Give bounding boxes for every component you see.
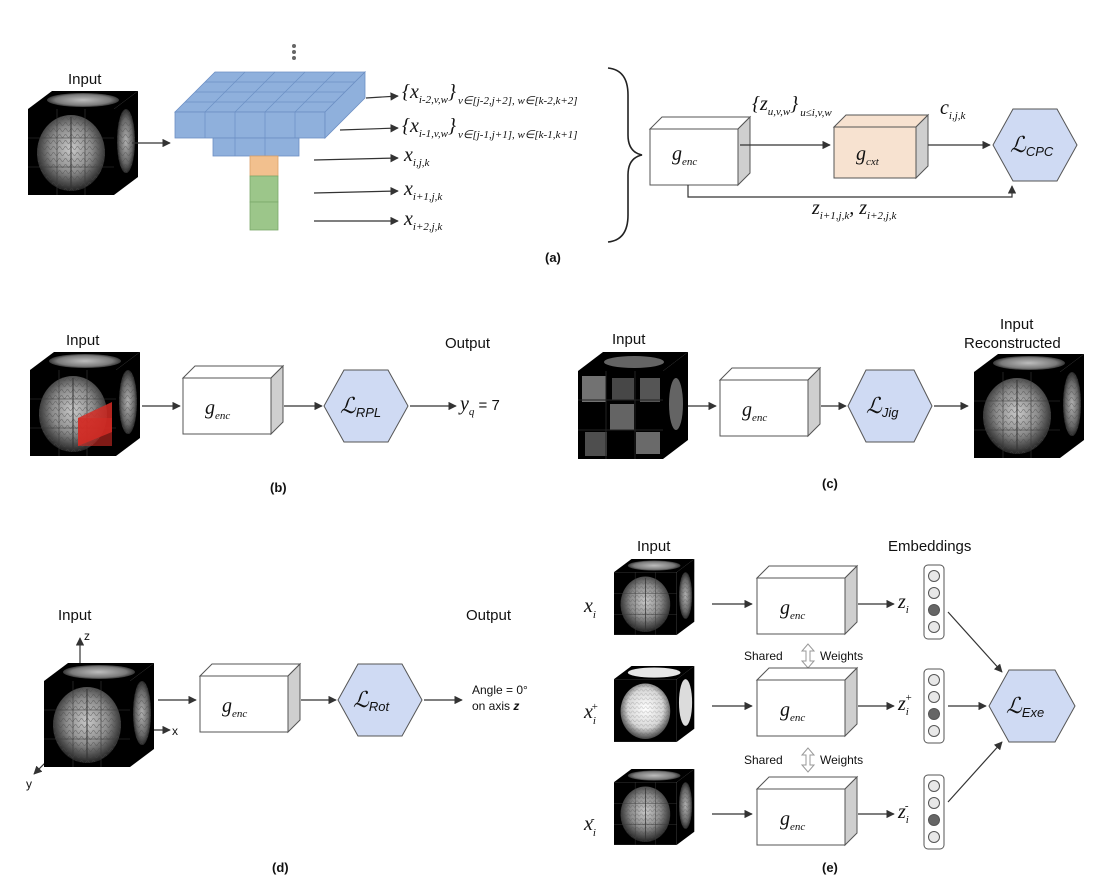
weights-label-1: Weights (820, 649, 863, 663)
row2-z-label: zi- (897, 800, 909, 826)
patch-i-plus-2 (249, 201, 279, 231)
output-row-4: xi+2,j,k (403, 208, 443, 233)
panel-b-input-label: Input (66, 332, 100, 349)
cpc-loss-label: ℒCPC (1010, 133, 1054, 159)
panel-a-encoder-label: genc (672, 143, 697, 168)
patch-i-plus-1 (249, 175, 279, 203)
svg-text:x: x (172, 724, 178, 738)
panel-d-encoder-box (199, 663, 301, 733)
row2-encoder-box (756, 776, 858, 846)
row1-encoder-label: genc (780, 699, 805, 724)
panel-c-encoder-box (719, 367, 821, 437)
panel-d-input-brain (43, 662, 155, 768)
caption-c: (c) (822, 476, 838, 491)
panel-a: Input (27, 44, 1078, 265)
cpc-loss-hexagon (992, 108, 1078, 182)
caption-e: (e) (822, 860, 838, 875)
panel-d: Input z x y genc ℒRot Angle = 0° on axis… (26, 607, 528, 875)
row1-x-label: xi+ (583, 701, 598, 727)
row2-encoder-label: genc (780, 808, 805, 833)
context-box (832, 113, 930, 180)
panel-d-input-label: Input (58, 607, 92, 624)
rot-loss-label: ℒRot (353, 688, 390, 714)
panel-b-encoder-label: genc (205, 397, 230, 422)
row1-encoder-box (756, 667, 858, 737)
rpl-loss-label: ℒRPL (340, 394, 381, 420)
panel-d-output-label: Output (466, 607, 512, 624)
row2-embedding-vector (923, 774, 945, 850)
panel-a-input-label: Input (68, 71, 102, 88)
panel-d-output-line1: Angle = 0° (472, 683, 528, 697)
c-label: ci,j,k (940, 97, 967, 122)
shared-weights-icon-1 (800, 643, 816, 669)
context-label: gcxt (856, 143, 880, 168)
panel-a-input-brain (27, 90, 139, 196)
panel-b-output-label: Output (445, 335, 491, 352)
panel-e: Input Embeddings xi genc zi Shared Weigh… (583, 538, 1076, 875)
rot-loss-hexagon (337, 663, 423, 737)
row0-z-label: zi (897, 591, 909, 616)
row2-brain (613, 768, 695, 846)
output-row-0: {xi-2,v,w}v∈[j-2,j+2], w∈[k-2,k+2] (402, 81, 578, 107)
weights-label-2: Weights (820, 753, 863, 767)
panel-b-encoder-box (182, 365, 284, 435)
panel-a-encoder-box (649, 116, 751, 186)
z-set-label: {zu,v,w}u≤i,v,w (752, 93, 832, 119)
patch-i-j-k (249, 155, 279, 177)
shared-label-1: Shared (744, 649, 783, 663)
caption-a: (a) (545, 250, 561, 265)
row0-brain (613, 558, 695, 636)
output-row-1: {xi-1,v,w}v∈[j-1,j+1], w∈[k-1,k+1] (402, 115, 578, 141)
row2-x-label: xi- (583, 813, 596, 839)
rpl-loss-hexagon (323, 369, 409, 443)
row1-z-label: zi+ (897, 692, 912, 718)
panel-e-input-label: Input (637, 538, 671, 555)
shared-weights-icon-2 (800, 747, 816, 773)
panel-c-output-line1: Input (1000, 316, 1034, 333)
row1-embedding-vector (923, 668, 945, 744)
row0-x-label: xi (583, 595, 596, 621)
row1-brain (614, 666, 695, 742)
panel-d-encoder-label: genc (222, 695, 247, 720)
svg-text:y: y (26, 777, 32, 791)
caption-b: (b) (270, 480, 287, 495)
curly-brace (607, 67, 643, 243)
panel-e-embeddings-label: Embeddings (888, 538, 971, 555)
exe-loss-hexagon (988, 669, 1076, 743)
row0-embedding-vector (923, 564, 945, 640)
svg-text:z: z (84, 629, 90, 643)
panel-b-output-value: yq = 7 (458, 393, 500, 418)
row0-encoder-label: genc (780, 597, 805, 622)
jig-loss-hexagon (847, 369, 933, 443)
row0-encoder-box (756, 565, 858, 635)
output-row-2: xi,j,k (403, 144, 431, 169)
panel-c: Input genc (578, 316, 1085, 491)
panel-b: Input genc ℒRPL yq = 7 Output (b) (29, 332, 500, 495)
jigsaw-cube (578, 352, 688, 459)
voxel-grid (174, 44, 366, 231)
shared-label-2: Shared (744, 753, 783, 767)
panel-d-output-line2: on axis z (472, 699, 519, 713)
output-row-3: xi+1,j,k (403, 178, 443, 203)
panel-c-output-brain (973, 353, 1085, 459)
future-z-label: zi+1,j,k, zi+2,j,k (811, 197, 898, 222)
panel-c-input-label: Input (612, 331, 646, 348)
jig-loss-label: ℒJig (866, 394, 899, 420)
panel-c-encoder-label: genc (742, 399, 767, 424)
exe-loss-label: ℒExe (1006, 694, 1044, 720)
panel-c-output-line2: Reconstructed (964, 335, 1061, 352)
caption-d: (d) (272, 860, 289, 875)
